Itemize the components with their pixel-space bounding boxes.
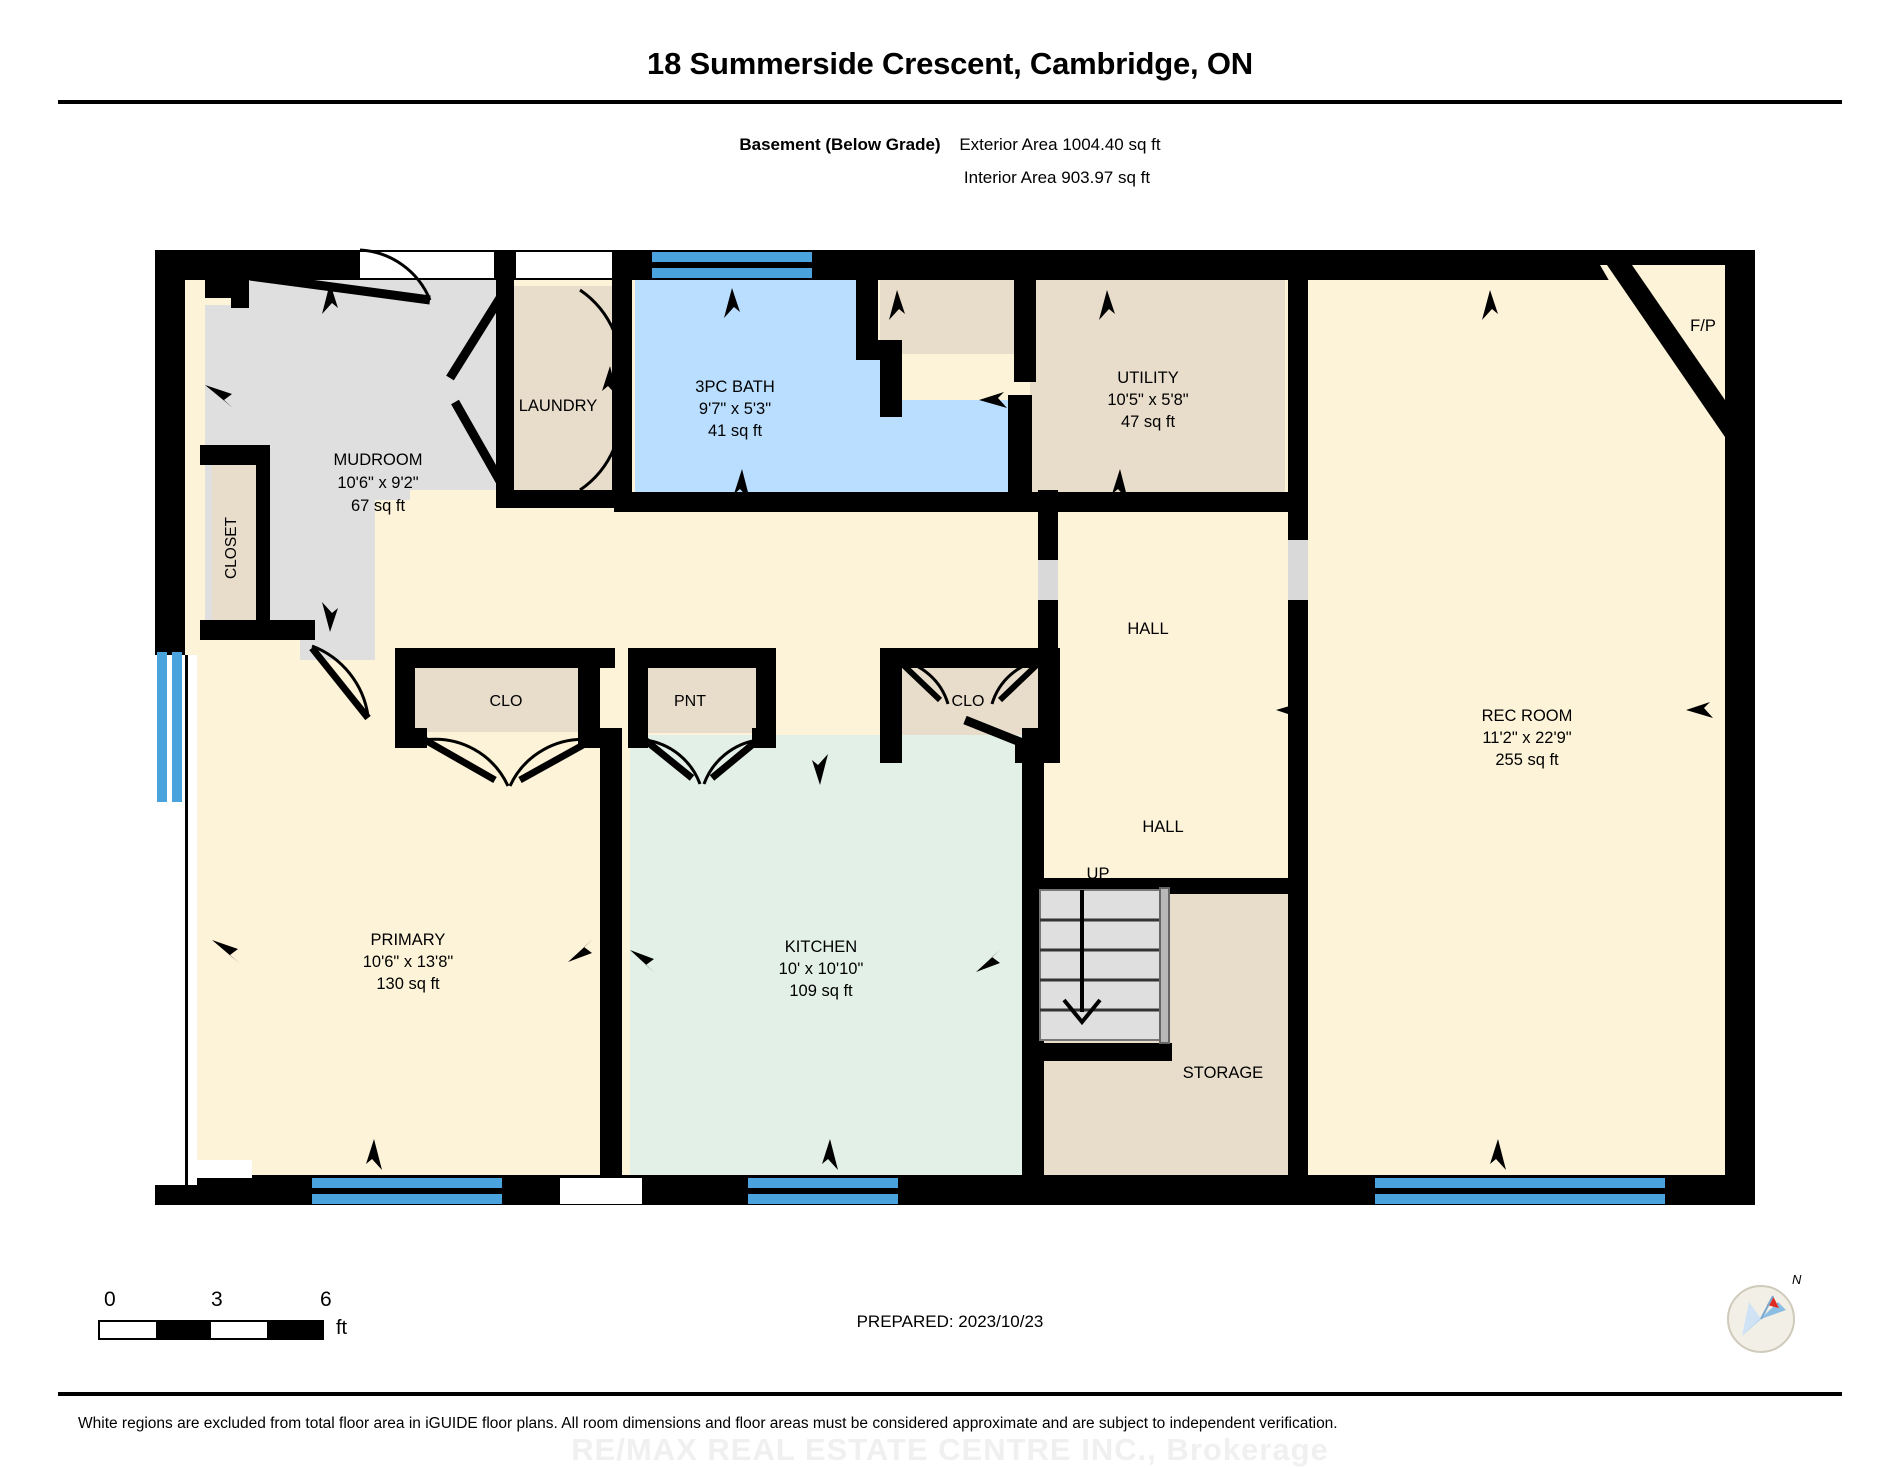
label-mudroom-dims: 10'6" x 9'2" <box>337 474 418 492</box>
label-closet: CLOSET <box>223 516 240 579</box>
exterior-area-label: Exterior Area 1004.40 sq ft <box>959 135 1161 154</box>
room-fill-closet <box>212 465 264 625</box>
level-meta: Basement (Below Grade) Exterior Area 100… <box>0 135 1900 155</box>
interior-meta: Interior Area 903.97 sq ft <box>0 168 1900 188</box>
room-labels: MUDROOM 10'6" x 9'2" 67 sq ft CLOSET LAU… <box>223 317 1716 1082</box>
disclaimer-text: White regions are excluded from total fl… <box>78 1415 1338 1432</box>
label-pnt: PNT <box>674 693 706 710</box>
label-fireplace: F/P <box>1690 317 1716 335</box>
label-primary-name: PRIMARY <box>371 931 446 949</box>
label-clo-right: CLO <box>952 693 985 710</box>
level-label: Basement (Below Grade) <box>739 135 941 154</box>
label-bath-dims: 9'7" x 5'3" <box>699 400 771 418</box>
scale-tick-3: 3 <box>211 1288 223 1311</box>
fireplace-fp <box>1600 265 1725 437</box>
compass-north-label: N <box>1792 1272 1802 1287</box>
label-recroom-name: REC ROOM <box>1482 707 1573 725</box>
scale-seg-4 <box>266 1322 322 1338</box>
scale-seg-3 <box>211 1322 267 1338</box>
room-fill-pnt <box>645 665 757 733</box>
room-fill-mudroom <box>205 250 500 660</box>
label-hall-upper: HALL <box>1127 620 1168 638</box>
room-fill-bath <box>635 265 1010 500</box>
label-bath-area: 41 sq ft <box>708 422 763 440</box>
label-bath-name: 3PC BATH <box>695 378 774 396</box>
label-mudroom-area: 67 sq ft <box>351 497 406 515</box>
scale-tick-0: 0 <box>104 1288 116 1311</box>
windows <box>157 252 1665 1204</box>
label-storage: STORAGE <box>1183 1064 1263 1082</box>
header-divider <box>58 100 1842 104</box>
label-laundry: LAUNDRY <box>519 397 598 415</box>
interior-area-label: Interior Area 903.97 sq ft <box>963 168 1151 187</box>
label-stairs-up: UP <box>1087 865 1110 883</box>
room-fill-recroom <box>1305 265 1750 1190</box>
scale-unit-label: ft <box>336 1317 348 1339</box>
prepared-date: PREPARED: 2023/10/23 <box>856 1312 1044 1331</box>
label-kitchen-area: 109 sq ft <box>789 982 853 1000</box>
label-mudroom-name: MUDROOM <box>334 451 423 469</box>
scale-seg-2 <box>155 1322 211 1338</box>
room-fill-utility-b <box>880 272 1035 354</box>
label-primary-area: 130 sq ft <box>376 975 440 993</box>
room-fill-clo1 <box>415 660 595 732</box>
label-primary-dims: 10'6" x 13'8" <box>363 953 454 971</box>
label-kitchen-name: KITCHEN <box>785 938 857 956</box>
label-utility-area: 47 sq ft <box>1121 413 1176 431</box>
label-recroom-area: 255 sq ft <box>1495 751 1559 769</box>
room-fill-laundry <box>500 286 618 491</box>
brokerage-watermark: RE/MAX REAL ESTATE CENTRE INC., Brokerag… <box>571 1432 1329 1467</box>
scale-seg-1 <box>100 1322 156 1338</box>
label-kitchen-dims: 10' x 10'10" <box>779 960 864 978</box>
door-swings <box>249 248 1053 787</box>
label-hall-lower: HALL <box>1142 818 1183 836</box>
page-title: 18 Summerside Crescent, Cambridge, ON <box>647 46 1253 81</box>
staircase <box>1039 887 1170 1044</box>
scale-tick-6: 6 <box>320 1288 332 1311</box>
label-recroom-dims: 11'2" x 22'9" <box>1482 729 1571 747</box>
door-openings <box>196 252 642 1204</box>
label-utility-name: UTILITY <box>1117 369 1178 387</box>
footer-divider <box>58 1392 1842 1396</box>
excluded-region-left-line <box>185 655 188 1185</box>
compass-icon <box>1727 1285 1795 1353</box>
label-clo-left: CLO <box>490 693 523 710</box>
scale-bar <box>98 1320 324 1340</box>
room-fill-utility <box>1030 272 1285 502</box>
room-fill-primary <box>200 660 580 1190</box>
label-utility-dims: 10'5" x 5'8" <box>1107 391 1188 409</box>
room-fill-kitchen <box>630 735 1030 1190</box>
view-arrows <box>205 283 1713 1170</box>
